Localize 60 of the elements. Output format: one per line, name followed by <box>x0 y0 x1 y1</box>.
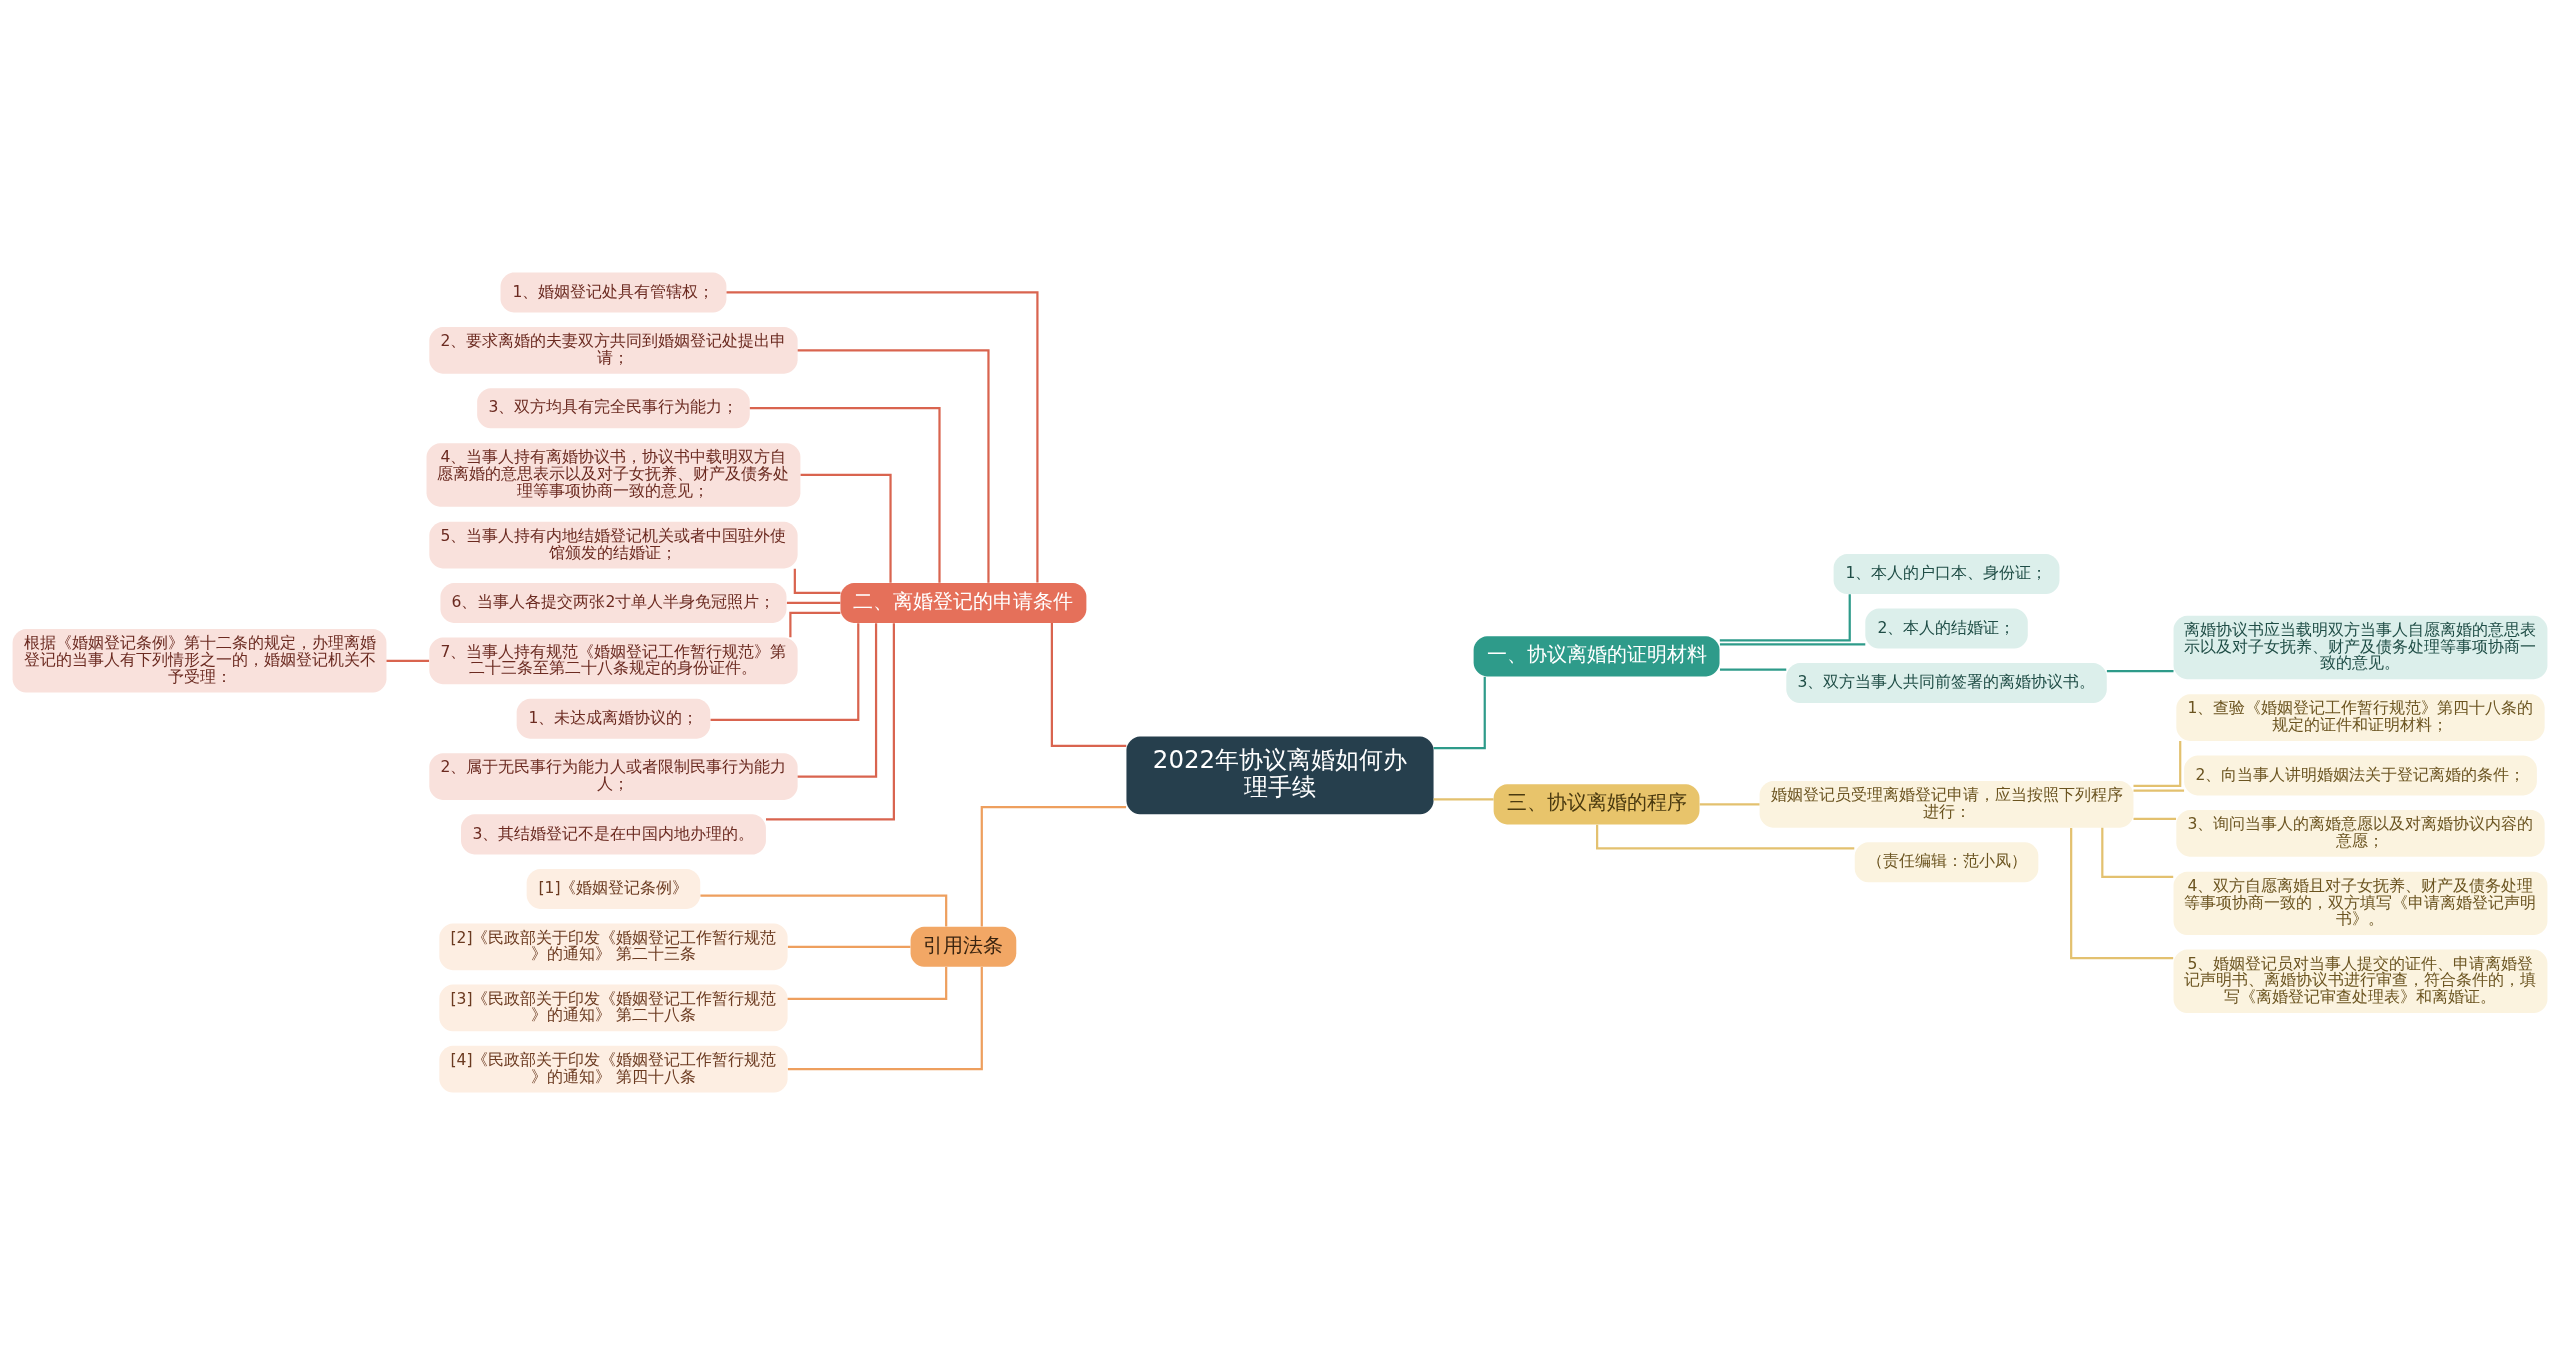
node-box: 2、要求离婚的夫妻双方共同到婚姻登记处提出申请； <box>429 327 798 374</box>
connector <box>700 894 948 927</box>
node-box: 2、属于无民事行为能力人或者限制民事行为能力人； <box>429 753 798 800</box>
node-box: [2]《民政部关于印发《婚姻登记工作暂行规范》的通知》 第二十三条 <box>439 923 788 971</box>
connector <box>2133 817 2177 820</box>
node-box: 二、离婚登记的申请条件 <box>840 582 1087 623</box>
node-box: 3、其结婚登记不是在中国内地办理的。 <box>461 814 766 855</box>
node-box: [1]《婚姻登记条例》 <box>526 868 701 909</box>
node-box: 3、双方当事人共同前签署的离婚协议书。 <box>1786 663 2107 704</box>
connector <box>1719 594 1851 642</box>
connector <box>980 806 1127 927</box>
connector <box>749 407 941 583</box>
node-box: 5、当事人持有内地结婚登记机关或者中国驻外使馆颁发的结婚证； <box>429 521 798 569</box>
connector <box>786 601 841 605</box>
node-box: 2、向当事人讲明婚姻法关于登记离婚的条件； <box>2184 755 2537 796</box>
node-box: 引用法条 <box>910 926 1017 967</box>
node-box: 根据《婚姻登记条例》第十二条的规定，办理离婚登记的当事人有下列情形之一的，婚姻登记机关不予受理： <box>12 629 387 693</box>
connector <box>2133 789 2185 792</box>
connector <box>710 623 860 721</box>
node-box: 1、未达成离婚协议的； <box>516 698 711 739</box>
connector <box>789 611 841 638</box>
node-box: （责任编辑：范小凤） <box>1854 842 2039 883</box>
connector <box>787 945 911 948</box>
node-box: 4、双方自愿离婚且对子女抚养、财产及债务处理等事项协商一致的，双方填写《申请离婚登记声明书》。 <box>2173 871 2548 936</box>
node-box: 1、本人的户口本、身份证； <box>1833 554 2060 595</box>
connector <box>797 349 990 583</box>
node-box: 3、询问当事人的离婚意愿以及对离婚协议内容的意愿； <box>2176 809 2545 857</box>
node-box: 2、本人的结婚证； <box>1865 608 2028 649</box>
connector <box>766 623 895 821</box>
connector <box>2101 827 2174 879</box>
node-box: 三、协议离婚的程序 <box>1493 784 1700 825</box>
connector <box>1050 623 1127 748</box>
connector <box>787 967 948 1000</box>
connector <box>386 659 430 662</box>
connector <box>2106 669 2174 673</box>
connector <box>1433 798 1494 801</box>
connector <box>1719 668 1787 671</box>
node-box: 3、双方均具有完全民事行为能力； <box>477 388 750 429</box>
node-box: 一、协议离婚的证明材料 <box>1473 636 1720 677</box>
connector <box>2070 828 2174 960</box>
connector <box>1719 643 1866 646</box>
connector <box>800 473 892 583</box>
node-box: [3]《民政部关于印发《婚姻登记工作暂行规范》的通知》 第二十八条 <box>439 984 788 1032</box>
connector <box>2133 741 2182 787</box>
node-box: 5、婚姻登记员对当事人提交的证件、申请离婚登记声明书、离婚协议书进行审查，符合条件的，填写《离婚登记审查处理表》和离婚证。 <box>2173 949 2548 1013</box>
node-box: 6、当事人各提交两张2寸单人半身免冠照片； <box>440 582 787 623</box>
connector <box>797 623 878 778</box>
connector <box>726 291 1039 583</box>
node-box: 1、婚姻登记处具有管辖权； <box>500 272 727 313</box>
node-box: 7、当事人持有规范《婚姻登记工作暂行规范》第二十三条至第二十八条规定的身份证件。 <box>429 637 798 685</box>
node-box: 1、查验《婚姻登记工作暂行规范》第四十八条的规定的证件和证明材料； <box>2176 694 2545 741</box>
node-box: 2022年协议离婚如何办理手续 <box>1126 736 1434 815</box>
node-box: 婚姻登记员受理离婚登记申请，应当按照下列程序进行： <box>1759 781 2134 828</box>
connector <box>787 967 983 1071</box>
connector <box>1433 676 1486 750</box>
node-box: [4]《民政部关于印发《婚姻登记工作暂行规范》的通知》 第四十八条 <box>439 1045 788 1093</box>
node-box: 离婚协议书应当载明双方当事人自愿离婚的意思表示以及对子女抚养、财产及债务处理等事项协商一致的意见。 <box>2173 615 2548 680</box>
connector <box>793 568 841 595</box>
connector <box>1699 803 1760 806</box>
node-box: 4、当事人持有离婚协议书，协议书中载明双方自愿离婚的意思表示以及对子女抚养、财产及债务处理等事项协商一致的意见； <box>426 443 801 507</box>
